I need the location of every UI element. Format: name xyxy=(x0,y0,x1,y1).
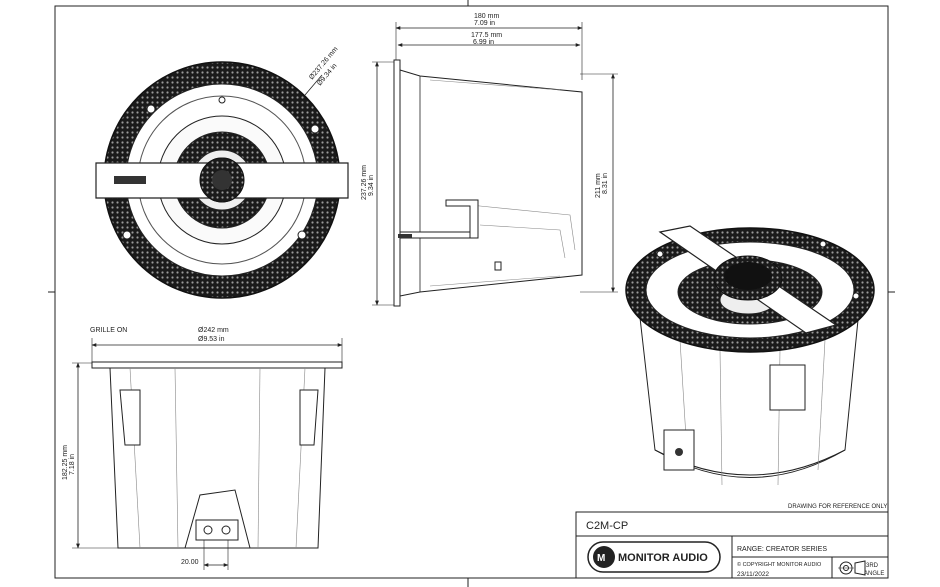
side-view: 180 mm 7.09 in 177.5 mm 6.99 in 237.26 m… xyxy=(361,13,618,307)
projection-symbol-icon xyxy=(838,560,866,576)
side-height-left-in: 9.34 in xyxy=(368,175,375,196)
copyright-label: © COPYRIGHT MONITOR AUDIO xyxy=(737,561,822,568)
bottom-height-mm: 182.25 mm xyxy=(62,445,69,480)
brand-name: MONITOR AUDIO xyxy=(618,552,708,564)
side-height-left-mm: 237.26 mm xyxy=(361,165,368,200)
side-height-right-in: 8.31 in xyxy=(602,173,609,194)
terminal-width: 20.00 xyxy=(181,559,199,566)
bottom-view: GRILLE ON Ø242 mm Ø9.53 in 182.25 mm 7.1… xyxy=(62,327,343,570)
reference-note: DRAWING FOR REFERENCE ONLY xyxy=(788,504,887,510)
model-number: C2M-CP xyxy=(586,520,628,532)
bottom-height-in: 7.18 in xyxy=(69,454,76,475)
projection-line2: ANGLE xyxy=(864,571,884,577)
side-width-inner-mm: 177.5 mm xyxy=(471,32,502,39)
brand-logo-icon xyxy=(593,546,615,568)
grille-diameter-in: Ø9.53 in xyxy=(198,336,225,343)
front-view: Ø237.26 mm Ø9.34 in xyxy=(95,46,349,299)
side-width-outer-mm: 180 mm xyxy=(474,13,499,20)
range-label: RANGE: CREATOR SERIES xyxy=(737,546,827,553)
side-height-right-mm: 211 mm xyxy=(595,173,602,198)
grille-diameter-mm: Ø242 mm xyxy=(198,327,229,334)
side-width-inner-in: 6.99 in xyxy=(473,39,494,46)
grille-on-label: GRILLE ON xyxy=(90,327,127,334)
isometric-view xyxy=(625,225,875,486)
svg-text:M: M xyxy=(597,553,605,564)
drawing-date: 23/11/2022 xyxy=(737,571,769,578)
projection-line1: 3RD xyxy=(866,563,879,569)
title-block: DRAWING FOR REFERENCE ONLY C2M-CP M MONI… xyxy=(575,504,889,579)
brand-logo-badge xyxy=(587,541,721,573)
side-width-outer-in: 7.09 in xyxy=(474,20,495,27)
